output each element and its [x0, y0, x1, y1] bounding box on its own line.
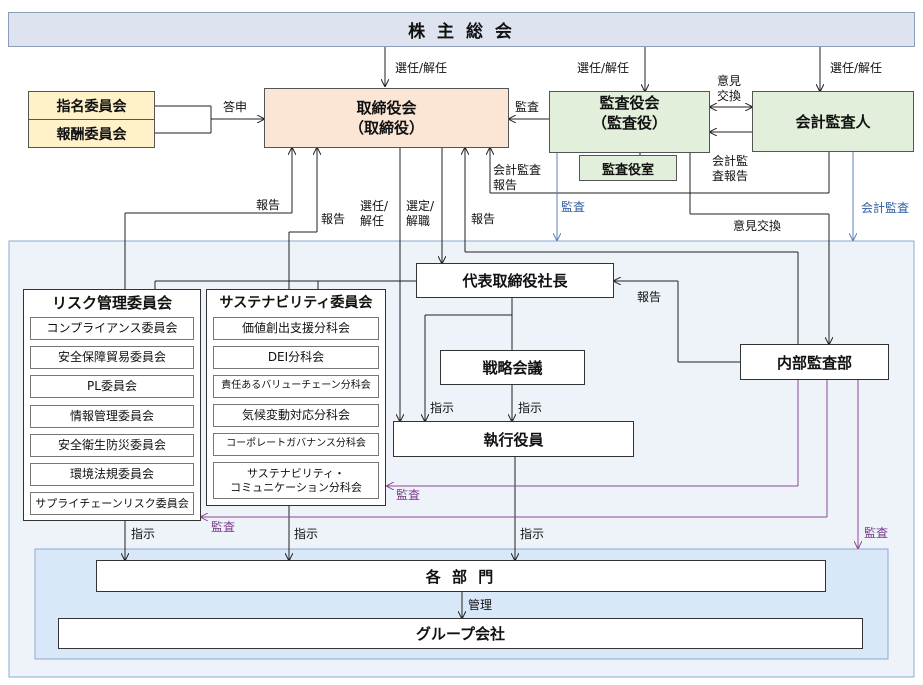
nomination-committee: 指名委員会	[28, 91, 155, 120]
label-manage: 管理	[468, 598, 493, 612]
board-of-directors: 取締役会 （取締役）	[264, 88, 509, 148]
label-appoint-dismiss-executive: 選任/ 解任	[360, 199, 389, 228]
label-opinion-exchange: 意見 交換	[717, 74, 742, 103]
sustainability-committee-title: サステナビリティ委員会	[219, 295, 373, 311]
shareholders-label: 株 主 総 会	[408, 22, 515, 42]
label-instruct-5: 指示	[520, 527, 545, 541]
label-instruct-2: 指示	[518, 401, 543, 415]
risk-item: 情報管理委員会	[30, 405, 194, 428]
sustainability-item: 価値創出支援分科会	[213, 317, 379, 340]
shareholders-meeting: 株 主 総 会	[8, 12, 915, 47]
label-accounting-audit-report-2: 会計監 査報告	[712, 154, 749, 183]
label-report-internal: 報告	[471, 212, 496, 226]
sustainability-item: サステナビリティ・ コミュニケーション分科会	[213, 462, 379, 499]
label-instruct-1: 指示	[430, 401, 455, 415]
risk-item: コンプライアンス委員会	[30, 317, 194, 340]
label-instruct-4: 指示	[294, 527, 319, 541]
risk-item: 環境法規委員会	[30, 463, 194, 486]
label-select-dismiss: 選定/ 解職	[406, 199, 435, 228]
label-report-advice: 答申	[223, 100, 248, 114]
label-appoint-dismiss-board: 選任/解任	[395, 61, 448, 75]
risk-item: 安全衛生防災委員会	[30, 434, 194, 457]
audit-board: 監査役会 （監査役）	[549, 91, 710, 153]
group-companies: グループ会社	[58, 618, 863, 649]
internal-audit-department: 内部監査部	[740, 344, 889, 380]
compensation-committee: 報酬委員会	[28, 119, 155, 148]
label-report-risk: 報告	[256, 198, 281, 212]
label-audit-purple-3: 監査	[864, 526, 889, 540]
risk-item: PL委員会	[30, 375, 194, 398]
label-instruct-3: 指示	[131, 527, 156, 541]
sustainability-item: 気候変動対応分科会	[213, 404, 379, 427]
accounting-auditor: 会計監査人	[752, 91, 914, 152]
label-audit-blue: 監査	[561, 200, 586, 214]
strategy-meeting: 戦略会議	[440, 350, 585, 385]
label-report-sustainability: 報告	[321, 212, 346, 226]
label-opinion-exchange-2: 意見交換	[733, 219, 782, 233]
label-accounting-audit-blue: 会計監査	[861, 201, 910, 215]
sustainability-item: 責任あるバリューチェーン分科会	[213, 375, 379, 398]
sustainability-item: DEI分科会	[213, 346, 379, 369]
label-audit-purple-1: 監査	[396, 488, 421, 502]
label-report-president: 報告	[637, 290, 662, 304]
label-appoint-dismiss-audit: 選任/解任	[577, 61, 630, 75]
risk-item: 安全保障貿易委員会	[30, 346, 194, 369]
audit-office: 監査役室	[579, 155, 677, 181]
executive-officers: 執行役員	[393, 421, 634, 457]
risk-item: サプライチェーンリスク委員会	[30, 492, 194, 515]
label-accounting-audit-report: 会計監査 報告	[493, 163, 542, 192]
risk-committee-title: リスク管理委員会	[51, 294, 172, 312]
label-appoint-dismiss-accounting: 選任/解任	[830, 61, 883, 75]
label-audit-purple-2: 監査	[211, 520, 236, 534]
departments: 各 部 門	[96, 560, 826, 592]
president: 代表取締役社長	[416, 263, 614, 298]
sustainability-item: コーポレートガバナンス分科会	[213, 433, 379, 456]
label-audit: 監査	[515, 100, 540, 114]
